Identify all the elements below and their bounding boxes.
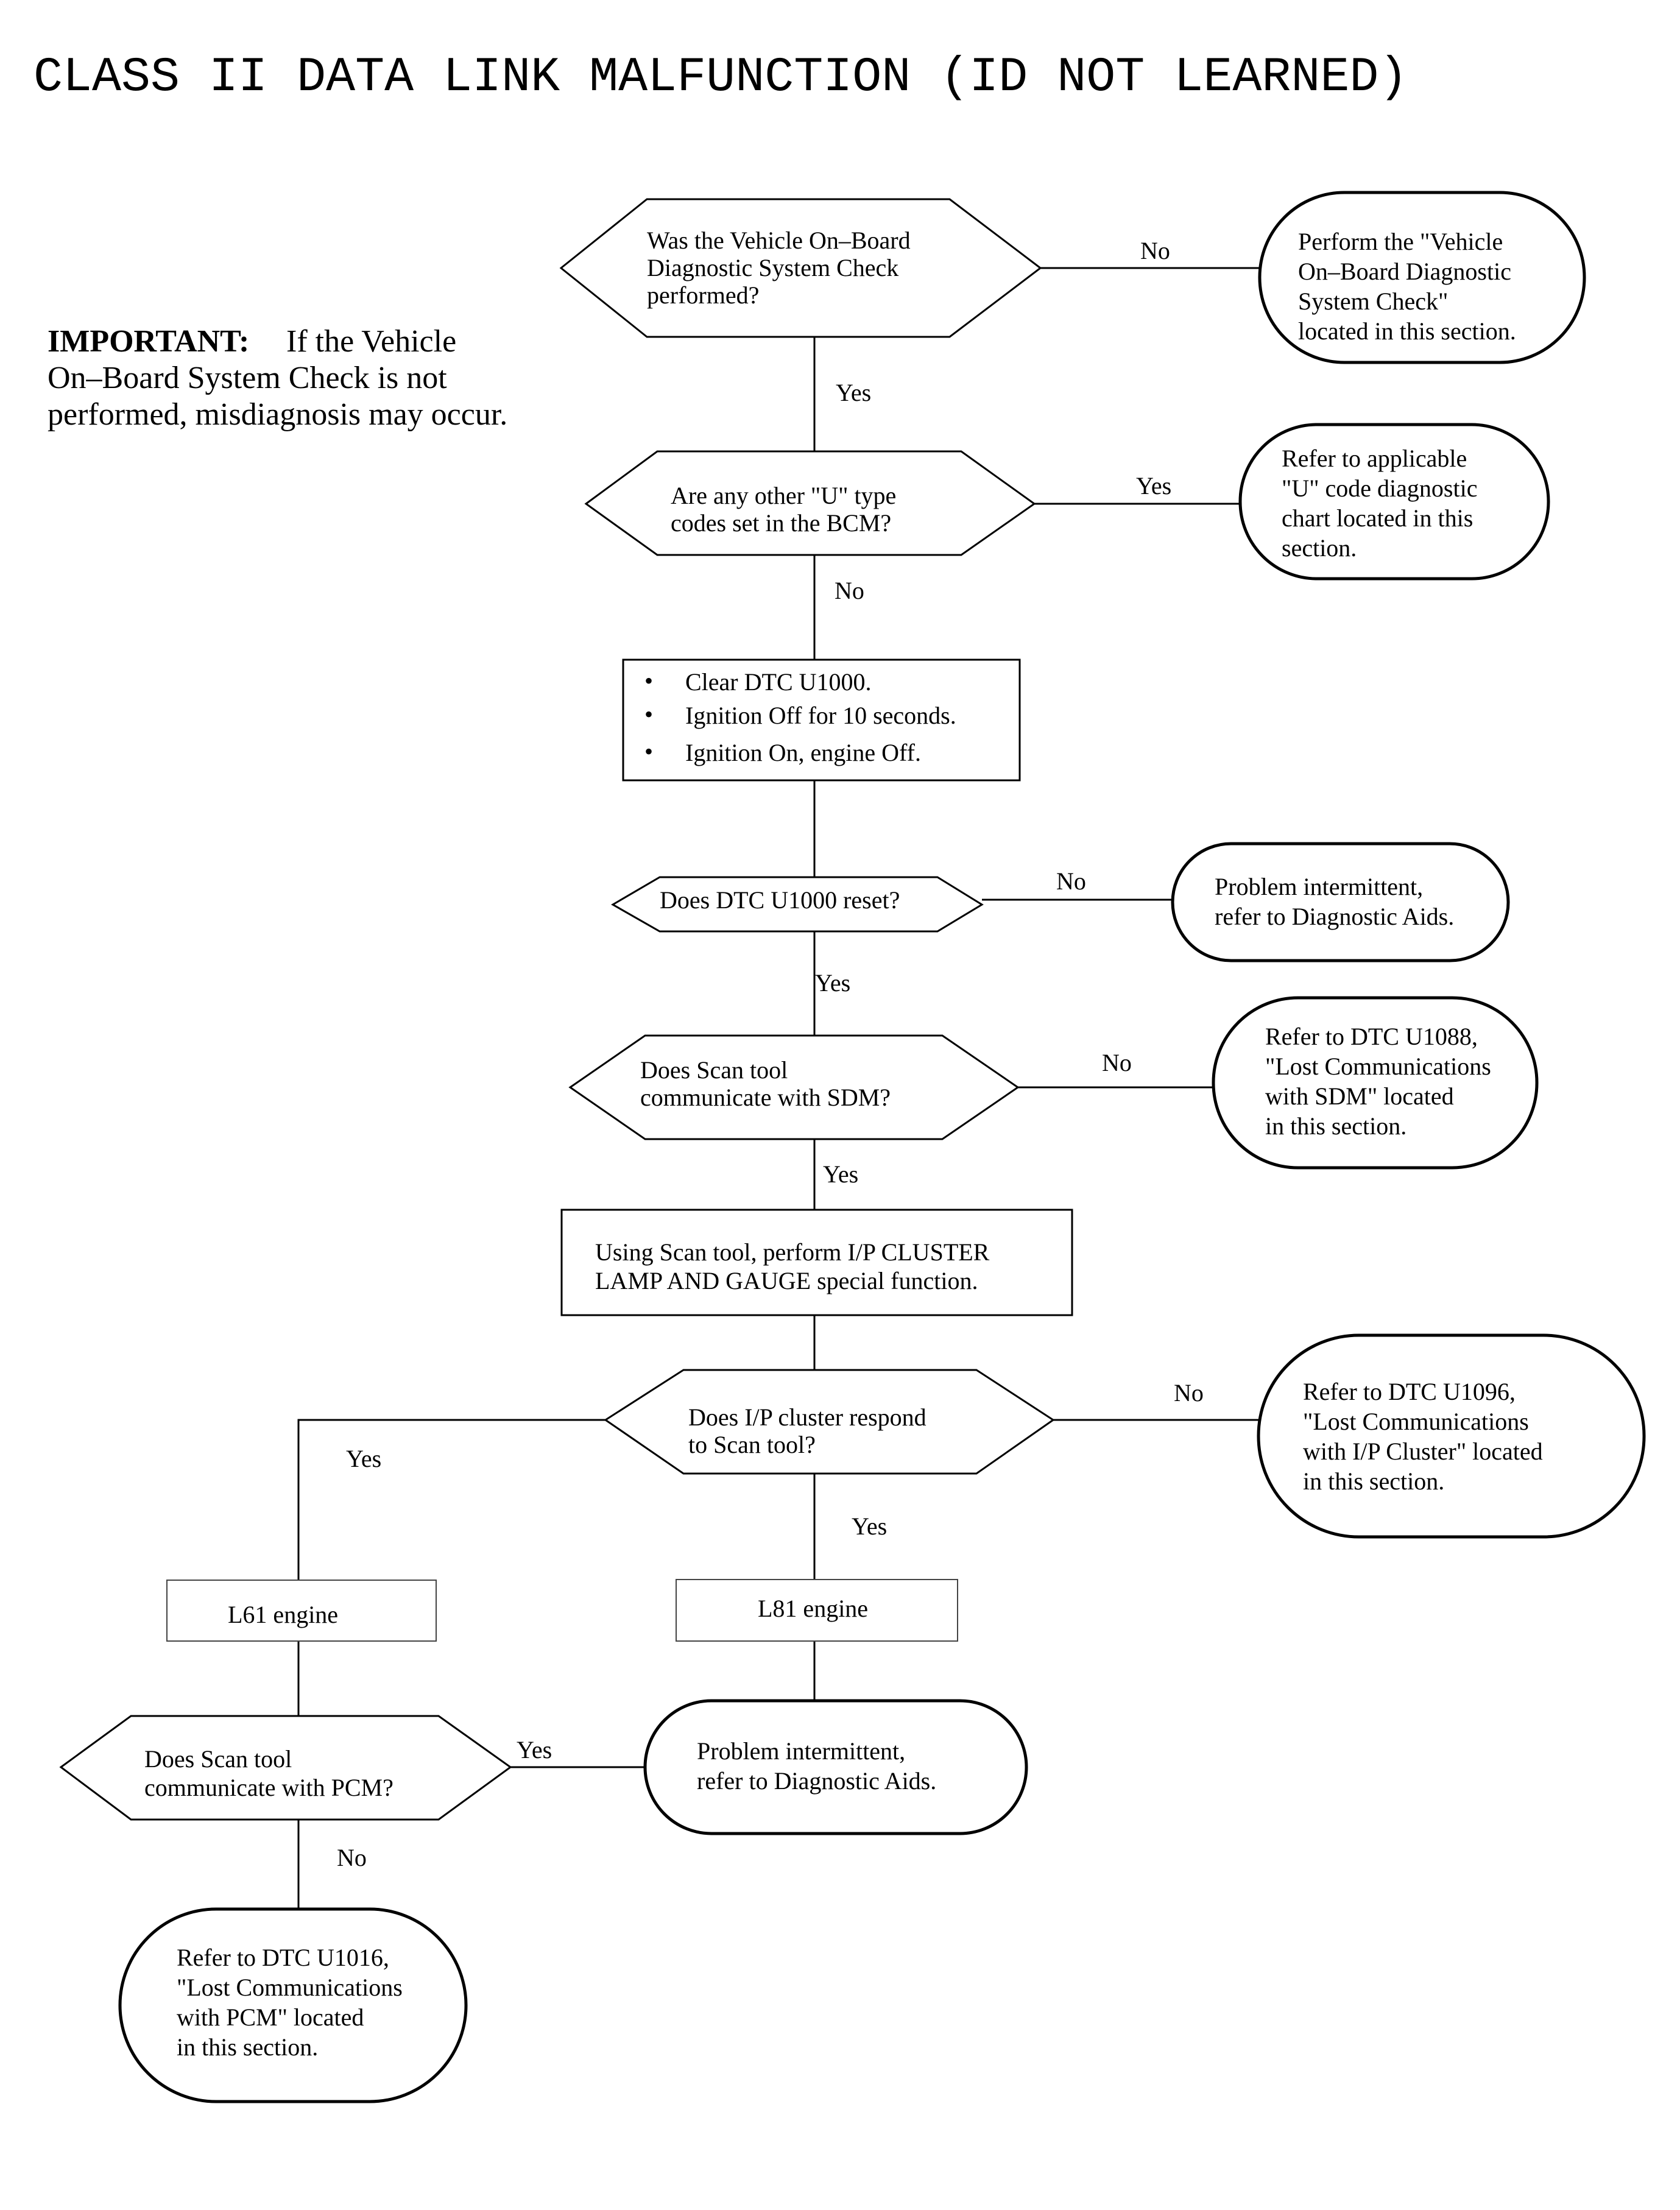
outcome-perform-obd-check: Perform the "Vehicle On–Board Diagnostic… <box>1258 191 1586 364</box>
decision-obd-check-line-2: Diagnostic System Check <box>647 254 898 281</box>
decision-ip-cluster: Does I/P cluster respond to Scan tool? <box>604 1369 1055 1475</box>
decision-pcm-line-2: communicate with PCM? <box>144 1774 394 1801</box>
bullet-2: • <box>644 701 653 728</box>
outcome-u1088-line-1: Refer to DTC U1088, <box>1265 1023 1478 1050</box>
edge-label-obd-no: No <box>1140 237 1170 264</box>
edge-label-sdm-no: No <box>1102 1049 1132 1076</box>
edge-label-reset-yes: Yes <box>815 969 850 997</box>
edge-ip-yes-l61 <box>297 1419 605 1580</box>
step-ip-cluster-line-2: LAMP AND GAUGE special function. <box>595 1267 978 1294</box>
decision-u1000-reset: Does DTC U1000 reset? <box>611 876 984 933</box>
outcome-refer-u-code-line-3: chart located in this <box>1282 504 1473 532</box>
important-line-3: performed, misdiagnosis may occur. <box>48 397 507 432</box>
decision-pcm: Does Scan tool communicate with PCM? <box>59 1715 512 1821</box>
edge-label-ip-no: No <box>1174 1379 1204 1407</box>
decision-pcm-line-1: Does Scan tool <box>144 1745 292 1773</box>
l81-engine-label: L81 engine <box>758 1595 868 1622</box>
outcome-refer-u-code-line-1: Refer to applicable <box>1282 445 1467 472</box>
edge-label-ucodes-no: No <box>835 577 864 604</box>
l61-engine-label: L61 engine <box>228 1601 338 1628</box>
decision-u-codes-line-1: Are any other "U" type <box>671 482 896 509</box>
outcome-u1016-line-4: in this section. <box>177 2033 318 2061</box>
page-title: CLASS II DATA LINK MALFUNCTION (ID NOT L… <box>34 50 1408 105</box>
outcome-refer-u-code: Refer to applicable "U" code diagnostic … <box>1238 423 1550 581</box>
outcome-perform-obd-line-2: On–Board Diagnostic <box>1298 258 1511 285</box>
step-ip-cluster-function: Using Scan tool, perform I/P CLUSTER LAM… <box>560 1209 1073 1316</box>
edge-label-obd-yes: Yes <box>836 379 871 406</box>
important-line-1: If the Vehicle <box>286 324 456 359</box>
outcome-u1088-line-2: "Lost Communications <box>1265 1053 1491 1080</box>
outcome-u1096-line-4: in this section. <box>1303 1467 1444 1495</box>
decision-u1000-reset-line-1: Does DTC U1000 reset? <box>660 886 900 914</box>
edge-label-sdm-yes: Yes <box>823 1160 858 1188</box>
edge-label-pcm-no: No <box>337 1844 367 1871</box>
decision-u-codes: Are any other "U" type codes set in the … <box>584 450 1036 556</box>
outcome-intermittent-1-line-2: refer to Diagnostic Aids. <box>1215 903 1454 930</box>
outcome-u1016: Refer to DTC U1016, "Lost Communications… <box>118 1907 468 2103</box>
decision-obd-check: Was the Vehicle On–Board Diagnostic Syst… <box>559 198 1042 338</box>
outcome-u1096: Refer to DTC U1096, "Lost Communications… <box>1257 1333 1646 1539</box>
edge-labels: No Yes Yes No No Yes No Yes No Yes Yes Y… <box>337 237 1204 1871</box>
outcome-u1096-line-1: Refer to DTC U1096, <box>1303 1378 1516 1405</box>
outcome-u1088-line-4: in this section. <box>1265 1112 1406 1140</box>
outcome-intermittent-2: Problem intermittent, refer to Diagnosti… <box>643 1699 1028 1835</box>
decision-ip-cluster-line-1: Does I/P cluster respond <box>688 1403 926 1431</box>
edge-label-ucodes-yes: Yes <box>1136 472 1171 500</box>
outcome-u1016-line-3: with PCM" located <box>177 2003 364 2031</box>
outcome-u1096-line-3: with I/P Cluster" located <box>1303 1438 1543 1465</box>
connectors <box>297 267 1260 1909</box>
box-l61-engine: L61 engine <box>166 1580 437 1642</box>
step-clear-dtc-line-2: Ignition Off for 10 seconds. <box>685 702 956 729</box>
outcome-u1016-line-1: Refer to DTC U1016, <box>177 1944 389 1971</box>
outcome-u1088-line-3: with SDM" located <box>1265 1082 1454 1110</box>
edge-label-pcm-yes: Yes <box>517 1736 552 1763</box>
decision-sdm-line-2: communicate with SDM? <box>640 1084 891 1111</box>
outcome-refer-u-code-line-2: "U" code diagnostic <box>1282 475 1477 502</box>
important-label: IMPORTANT: <box>48 324 249 359</box>
decision-obd-check-line-3: performed? <box>647 281 759 309</box>
outcome-intermittent-1: Problem intermittent, refer to Diagnosti… <box>1171 842 1510 962</box>
step-clear-dtc-line-1: Clear DTC U1000. <box>685 668 872 696</box>
decision-obd-check-line-1: Was the Vehicle On–Board <box>647 227 911 254</box>
outcome-perform-obd-line-4: located in this section. <box>1298 317 1516 345</box>
decision-u-codes-line-2: codes set in the BCM? <box>671 509 891 537</box>
bullet-3: • <box>644 738 653 765</box>
outcome-intermittent-2-line-1: Problem intermittent, <box>697 1737 905 1765</box>
decision-sdm: Does Scan tool communicate with SDM? <box>568 1034 1020 1140</box>
edge-label-ip-yes-l81: Yes <box>852 1513 887 1540</box>
important-line-2: On–Board System Check is not <box>48 361 447 395</box>
outcome-refer-u-code-line-4: section. <box>1282 534 1357 562</box>
step-clear-dtc: • Clear DTC U1000. • Ignition Off for 10… <box>622 658 1021 782</box>
edge-label-reset-no: No <box>1056 867 1086 895</box>
decision-sdm-line-1: Does Scan tool <box>640 1056 788 1084</box>
bullet-1: • <box>644 667 653 694</box>
outcome-u1088: Refer to DTC U1088, "Lost Communications… <box>1212 996 1539 1170</box>
outcome-u1096-line-2: "Lost Communications <box>1303 1408 1529 1435</box>
step-clear-dtc-line-3: Ignition On, engine Off. <box>685 739 921 766</box>
outcome-perform-obd-line-1: Perform the "Vehicle <box>1298 228 1503 255</box>
outcome-perform-obd-line-3: System Check" <box>1298 288 1448 315</box>
outcome-u1016-line-2: "Lost Communications <box>177 1974 403 2001</box>
step-ip-cluster-line-1: Using Scan tool, perform I/P CLUSTER <box>595 1238 990 1266</box>
box-l81-engine: L81 engine <box>676 1579 958 1642</box>
important-note: IMPORTANT: If the Vehicle On–Board Syste… <box>48 324 507 432</box>
outcome-intermittent-1-line-1: Problem intermittent, <box>1215 873 1423 900</box>
decision-ip-cluster-line-2: to Scan tool? <box>688 1431 816 1458</box>
edge-label-ip-yes-l61: Yes <box>346 1445 381 1472</box>
outcome-intermittent-2-line-2: refer to Diagnostic Aids. <box>697 1767 936 1795</box>
